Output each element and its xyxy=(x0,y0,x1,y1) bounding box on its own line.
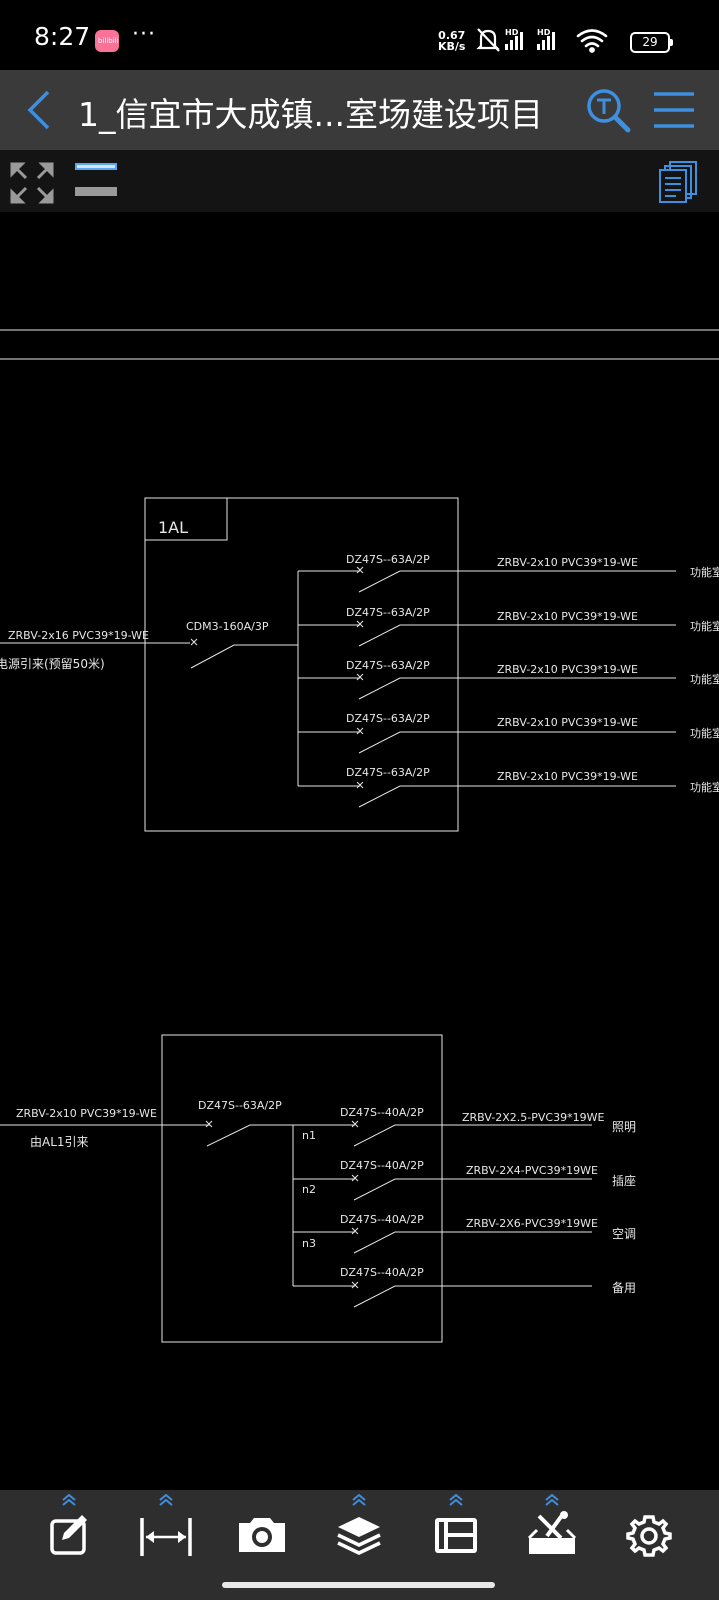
panel-2-branch-load: 照明 xyxy=(612,1120,636,1134)
panel-2-branch-breaker: DZ47S--40A/2P xyxy=(340,1213,424,1226)
status-icons: HD HD xyxy=(476,28,608,53)
panel-1-branch-cable: ZRBV-2x10 PVC39*19-WE xyxy=(497,770,638,783)
panel-2-branch-breaker: DZ47S--40A/2P xyxy=(340,1159,424,1172)
panel-2-diagram xyxy=(0,1034,592,1343)
panel-1-branch-load: 功能室1 xyxy=(690,565,719,579)
cad-drawing-canvas[interactable]: 1AL CDM3-160A/3P ZRBV-2x16 PVC39*19-WE 电… xyxy=(0,212,719,1490)
app-header: 1_信宜市大成镇...室场建设项目 xyxy=(0,70,719,150)
panel-2-branch-cable: ZRBV-2X2.5-PVC39*19WE xyxy=(462,1111,604,1124)
panel-1-branch-load: 功能室4 xyxy=(690,726,719,740)
panel-2-branch-cable: ZRBV-2X6-PVC39*19WE xyxy=(466,1217,598,1230)
network-speed: 0.67 KB/s xyxy=(438,30,465,52)
panel-2-incoming-note: 由AL1引来 xyxy=(30,1135,89,1149)
mute-bell-icon xyxy=(476,28,500,52)
panel-2-main-breaker: DZ47S--63A/2P xyxy=(198,1099,282,1112)
measure-button[interactable] xyxy=(131,1490,201,1580)
text-search-icon[interactable] xyxy=(584,86,632,134)
layout-toggle-icon[interactable] xyxy=(74,162,120,202)
panel-1al-diagram xyxy=(0,497,676,832)
view-toolbar xyxy=(0,150,719,212)
bottom-toolbar xyxy=(0,1490,719,1600)
panel-2-circuit-id: n3 xyxy=(302,1237,316,1250)
edit-button[interactable] xyxy=(34,1490,104,1580)
back-arrow-icon[interactable] xyxy=(20,88,60,132)
edit-icon xyxy=(50,1493,87,1555)
panel-1-branch-breaker: DZ47S--63A/2P xyxy=(346,766,430,779)
speed-unit: KB/s xyxy=(438,40,466,53)
layers-button[interactable] xyxy=(324,1490,394,1580)
home-indicator[interactable] xyxy=(222,1582,495,1588)
svg-text:HD: HD xyxy=(505,28,519,37)
panel-2-incoming-cable: ZRBV-2x10 PVC39*19-WE xyxy=(16,1107,157,1120)
layers-icon xyxy=(337,1493,381,1555)
panel-1-branch-load: 功能室3 xyxy=(690,672,719,686)
panel-1-branch-load: 功能室5 xyxy=(690,780,719,794)
battery-icon: 29 xyxy=(630,32,673,53)
wifi-icon xyxy=(576,29,608,53)
status-bar: 8:27 bilibili ··· 0.67 KB/s HD HD 29 xyxy=(0,0,719,70)
battery-level: 29 xyxy=(642,35,658,49)
panel-1-branch-load: 功能室2 xyxy=(690,619,719,633)
tools-button[interactable] xyxy=(517,1490,587,1580)
panel-2-branch-load: 空调 xyxy=(612,1227,636,1241)
panel-2-branch-load: 插座 xyxy=(612,1173,636,1188)
panel-1-incoming-note: 电源引来(预留50米) xyxy=(0,657,105,671)
page-title: 1_信宜市大成镇...室场建设项目 xyxy=(78,95,543,134)
camera-icon xyxy=(239,1518,285,1552)
panel-1-branch-cable: ZRBV-2x10 PVC39*19-WE xyxy=(497,663,638,676)
panel-2-circuit-id: n2 xyxy=(302,1183,316,1196)
screenshot-button[interactable] xyxy=(227,1490,297,1580)
signal-2-icon: HD xyxy=(537,28,555,50)
settings-icon xyxy=(626,1515,672,1557)
panel-1-branch-cable: ZRBV-2x10 PVC39*19-WE xyxy=(497,610,638,623)
panel-2-branch-breaker: DZ47S--40A/2P xyxy=(340,1266,424,1279)
app-badge-text: bilibili xyxy=(98,37,119,45)
panel-2-branch-load: 备用 xyxy=(612,1281,636,1295)
panel-1-branch-breaker: DZ47S--63A/2P xyxy=(346,712,430,725)
panel-1-incoming-cable: ZRBV-2x16 PVC39*19-WE xyxy=(8,629,149,642)
panel-1-branch-cable: ZRBV-2x10 PVC39*19-WE xyxy=(497,716,638,729)
panel-1-branch-breaker: DZ47S--63A/2P xyxy=(346,553,430,566)
documents-list-icon[interactable] xyxy=(656,160,702,204)
panel-2-circuit-id: n1 xyxy=(302,1129,316,1142)
panel-1-branch-breaker: DZ47S--63A/2P xyxy=(346,659,430,672)
speed-value: 0.67 xyxy=(438,29,466,42)
panel-1-branch-cable: ZRBV-2x10 PVC39*19-WE xyxy=(497,556,638,569)
tools-icon xyxy=(527,1493,577,1554)
panel-2-branch-breaker: DZ47S--40A/2P xyxy=(340,1106,424,1119)
svg-text:HD: HD xyxy=(537,28,551,37)
status-time: 8:27 xyxy=(34,22,91,51)
bilibili-app-icon: bilibili xyxy=(95,30,119,52)
hamburger-menu-icon[interactable] xyxy=(650,88,698,132)
panel-1-name: 1AL xyxy=(158,518,188,537)
panel-1-branch-breaker: DZ47S--63A/2P xyxy=(346,606,430,619)
panel-1-main-breaker: CDM3-160A/3P xyxy=(186,620,269,633)
panel-2-branch-cable: ZRBV-2X4-PVC39*19WE xyxy=(466,1164,598,1177)
layout-button[interactable] xyxy=(421,1490,491,1580)
measure-icon xyxy=(140,1493,192,1556)
layout-icon xyxy=(435,1493,477,1553)
fullscreen-expand-icon[interactable] xyxy=(10,162,54,204)
settings-button[interactable] xyxy=(614,1490,684,1580)
more-notifications-icon: ··· xyxy=(132,22,156,47)
signal-1-icon: HD xyxy=(505,28,523,50)
